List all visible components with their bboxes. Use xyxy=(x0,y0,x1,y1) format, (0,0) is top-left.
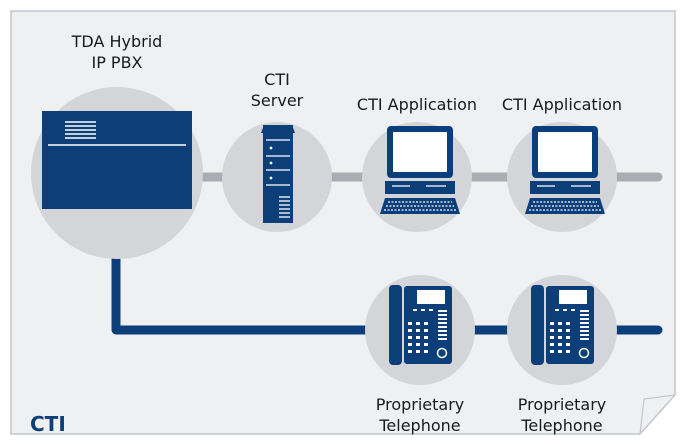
diagram-corner-title: CTI xyxy=(30,412,66,436)
computer-1-icon xyxy=(380,126,460,214)
server-tower-icon xyxy=(261,125,295,223)
cti-application-2-label-text: CTI Application xyxy=(501,95,623,114)
cti-application-2-label: CTI Application xyxy=(492,94,632,115)
cti-server-label: CTI Server xyxy=(227,69,327,111)
telephone-2-icon xyxy=(531,285,594,365)
telephone-1-icon xyxy=(389,285,452,365)
telephone-1-label-line2: Telephone xyxy=(379,416,461,435)
telephone-2-label-line2: Telephone xyxy=(521,416,603,435)
cti-application-1-label-text: CTI Application xyxy=(356,95,478,114)
frame-corner-fold xyxy=(639,394,676,435)
cti-server-label-line1: CTI xyxy=(264,70,290,89)
cti-server-label-line2: Server xyxy=(250,91,304,110)
telephone-2-label: Proprietary Telephone xyxy=(502,394,622,436)
pbx-label: TDA Hybrid IP PBX xyxy=(42,31,192,73)
telephone-1-label-line1: Proprietary xyxy=(375,395,465,414)
pbx-label-line1: TDA Hybrid xyxy=(71,32,163,51)
digital-link xyxy=(111,245,663,335)
computer-2-icon xyxy=(525,126,605,214)
telephone-2-label-line1: Proprietary xyxy=(517,395,607,414)
telephone-1-label: Proprietary Telephone xyxy=(360,394,480,436)
pbx-cabinet-icon xyxy=(42,111,192,209)
pbx-label-line2: IP PBX xyxy=(91,53,143,72)
cti-application-1-label: CTI Application xyxy=(347,94,487,115)
